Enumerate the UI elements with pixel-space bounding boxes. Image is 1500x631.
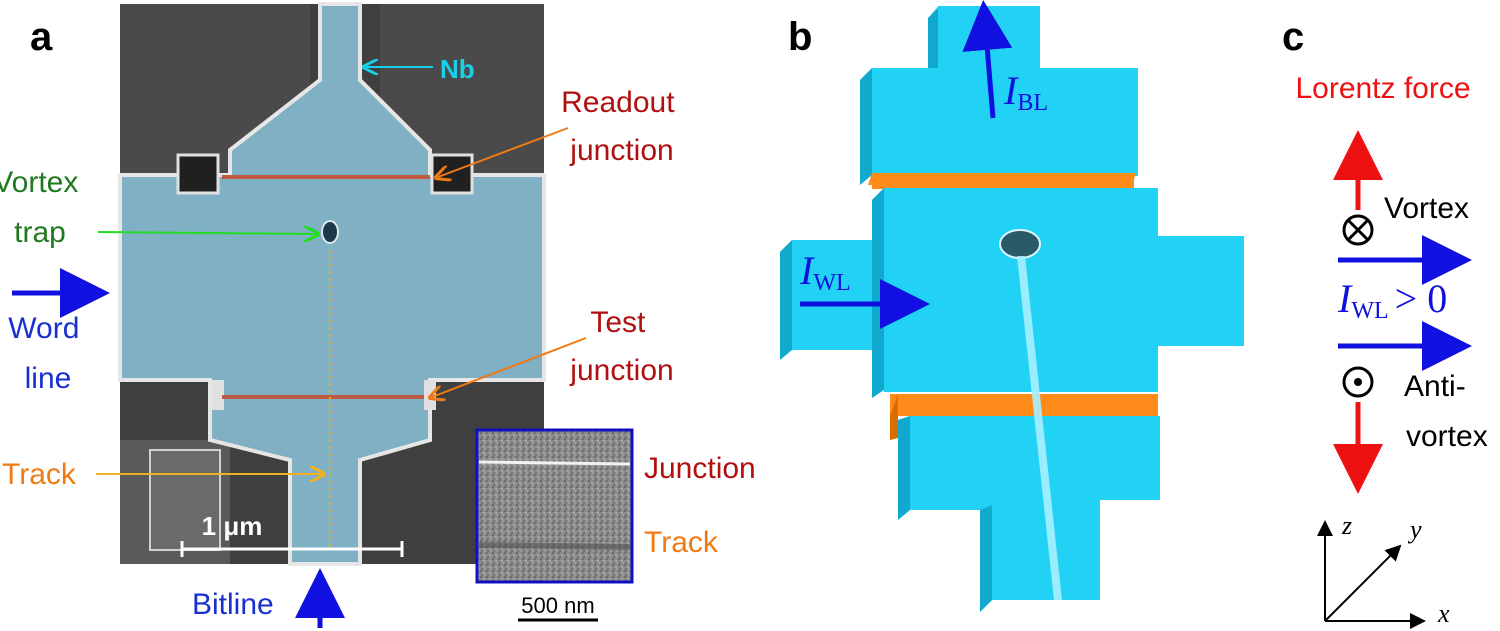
scale-bar-label: 1 μm [202, 511, 263, 541]
test-junction-label: Test junction [569, 306, 673, 387]
readout-junction-label: Readout junction [561, 86, 683, 167]
coordinate-axes: z y x [1317, 511, 1450, 629]
i-bl-label: IBL [1003, 68, 1048, 116]
vortex-trap-arrow [97, 232, 316, 234]
panel-a-label: a [30, 15, 53, 59]
iwl-condition-label: IWL> 0 [1337, 276, 1447, 324]
panel-c-label: c [1282, 15, 1304, 59]
device-3d [780, 6, 1244, 612]
panel-b-label: b [788, 15, 812, 59]
word-line-label: Word line [8, 312, 87, 395]
bitline-label: Bitline [192, 588, 274, 621]
nb-label: Nb [440, 54, 475, 84]
vortex-trap-label: Vortex trap [0, 166, 87, 249]
vortex-trap-hole [321, 220, 339, 244]
test-junction-arrow [432, 337, 587, 397]
antivortex-symbol [1342, 366, 1374, 398]
inset-junction-label: Junction [644, 452, 756, 485]
inset-track-label: Track [644, 526, 719, 559]
readout-junction-arrow [438, 127, 569, 177]
i-wl-label: IWL [799, 248, 851, 296]
vortex-symbol [1342, 214, 1374, 246]
track-label: Track [2, 458, 77, 491]
inset-micrograph: 500 nm [475, 428, 634, 622]
panel-c: c Lorentz force Vortex IWL> 0 Anti- vort… [1282, 15, 1488, 629]
vortex-trap-3d [999, 229, 1041, 259]
inset-scale-bar-label: 500 nm [521, 593, 594, 618]
y-axis-label: y [1407, 515, 1422, 544]
vortex-label: Vortex [1384, 192, 1469, 225]
antivortex-label: Anti- vortex [1404, 370, 1488, 453]
z-axis-label: z [1341, 511, 1352, 540]
panel-b: b [780, 0, 1244, 612]
panel-a: a 1 μm [0, 2, 756, 628]
lorentz-force-label: Lorentz force [1295, 72, 1470, 105]
x-axis-label: x [1437, 599, 1450, 628]
i-bl-arrow [962, 0, 1013, 119]
